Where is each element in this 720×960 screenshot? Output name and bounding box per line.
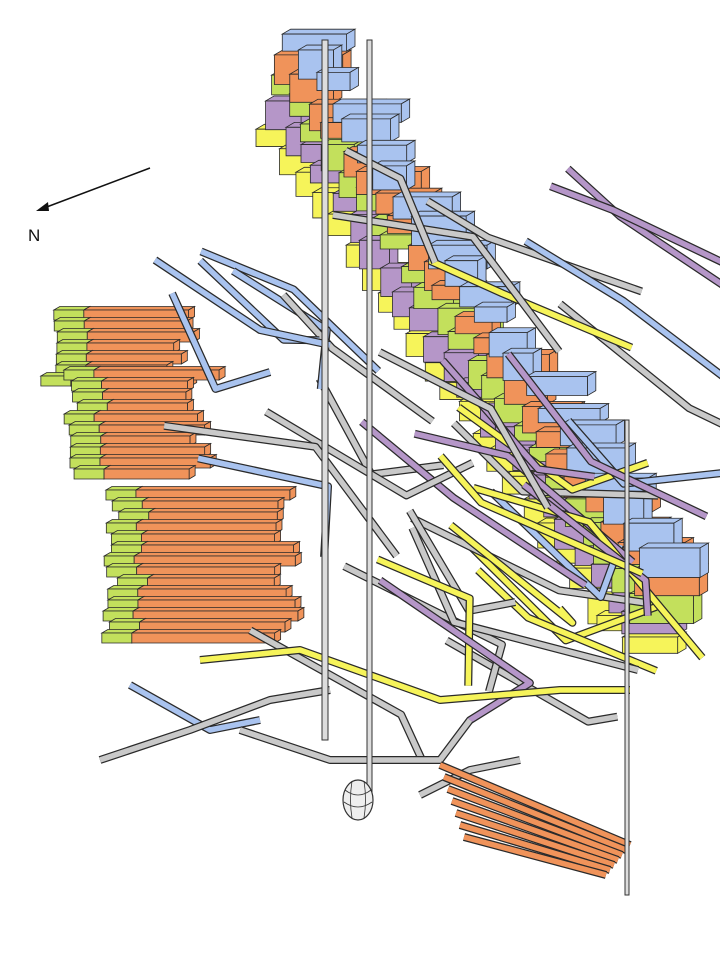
stope-block [525,370,598,397]
tunnel [153,257,331,348]
tunnel [239,718,473,763]
tunnel [418,757,521,798]
shaft-1 [321,39,329,741]
north-arrow-line [43,167,151,209]
tunnel [448,522,576,626]
tunnel [378,578,533,724]
tunnel [549,183,720,265]
tunnel [566,418,720,487]
stope-block [638,542,710,579]
north-label: N [28,226,41,245]
tunnel [281,293,435,424]
tunnel [451,798,619,863]
shaft-2 [366,39,373,796]
tunnel [505,352,708,519]
north-arrow-icon [36,202,49,211]
tunnel [476,568,658,674]
tunnel [455,810,615,868]
tunnel [428,258,633,351]
tunnel-network [98,146,720,879]
tunnel [264,409,474,499]
stope-block [472,301,517,323]
shaft-3 [624,419,630,896]
tunnel [426,198,643,295]
tunnel [524,238,720,378]
tunnel [317,377,444,478]
sump-sphere [342,779,374,821]
stope-block [130,628,283,644]
tunnel [442,774,628,853]
stope-block [102,464,197,480]
tunnel [378,349,551,509]
tunnel [549,182,720,266]
tunnel [522,482,651,616]
tunnel [248,627,424,760]
tunnel [472,485,705,660]
tunnel [316,376,444,479]
tunnel [376,556,473,686]
tunnel [410,515,648,606]
tunnel [438,454,644,576]
tunnel [447,786,623,858]
stope-block [620,631,688,655]
tunnel [438,762,632,848]
shafts [321,39,630,896]
tunnel [128,682,261,733]
tunnel [99,687,331,763]
tunnel [459,822,611,873]
tunnel [409,526,639,673]
tunnel [359,419,587,588]
tunnel [344,148,438,264]
tunnel [199,248,381,373]
tunnel [332,212,562,354]
tunnel [463,834,607,878]
tunnel [199,647,630,703]
stope-block [340,113,401,143]
north-arrow [36,167,151,211]
tunnel [456,405,649,493]
tunnel [169,292,271,392]
